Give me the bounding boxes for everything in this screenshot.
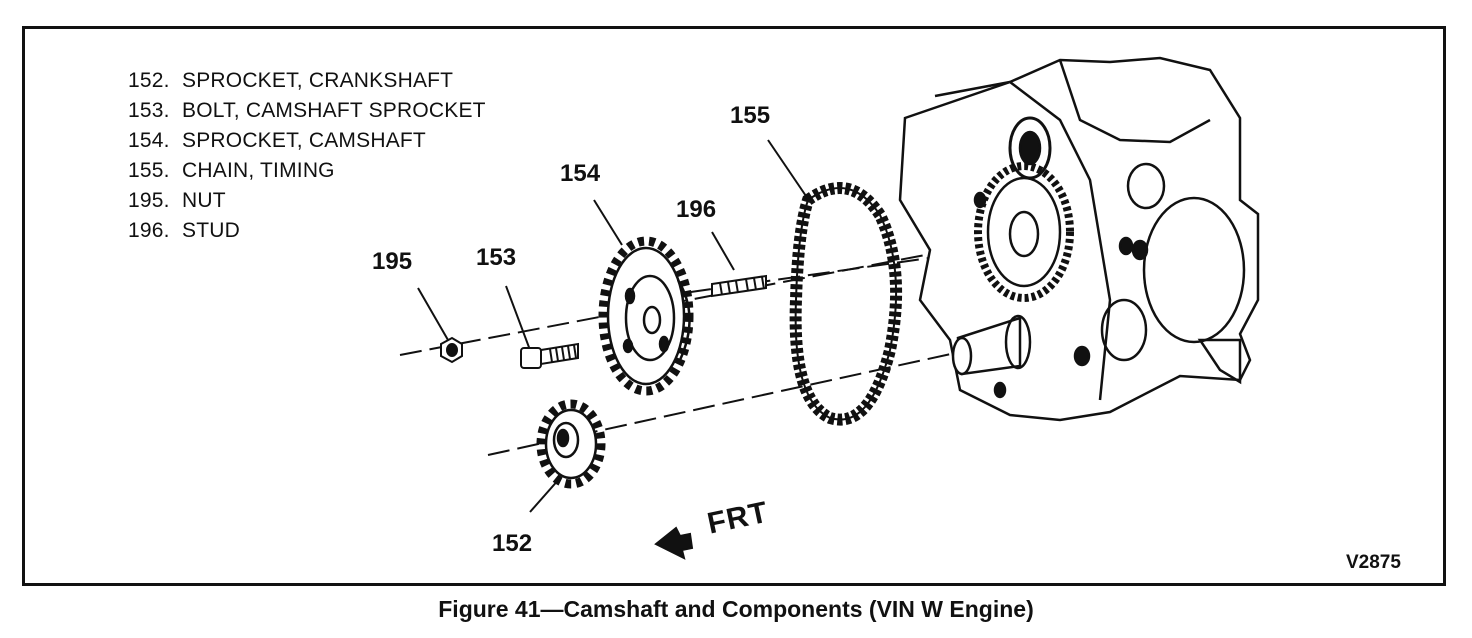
legend-item: 153. BOLT, CAMSHAFT SPROCKET [128, 96, 486, 126]
legend-item-label: STUD [182, 219, 240, 242]
nut-195 [440, 336, 463, 364]
bolt-153 [520, 342, 579, 369]
leader-155 [767, 139, 807, 197]
leader-154 [593, 199, 623, 246]
legend-item-label: SPROCKET, CAMSHAFT [182, 129, 426, 152]
legend-item-number: 195. [128, 189, 170, 212]
legend-item-label: NUT [182, 189, 226, 212]
callout-196: 196 [676, 196, 717, 223]
timing-chain-155 [789, 182, 903, 426]
stud-196 [711, 274, 767, 298]
legend-item: 152. SPROCKET, CRANKSHAFT [128, 66, 486, 96]
callout-195: 195 [372, 248, 413, 275]
legend-item-label: SPROCKET, CRANKSHAFT [182, 69, 454, 92]
legend-item-label: CHAIN, TIMING [182, 159, 335, 182]
legend-item-number: 154. [128, 129, 170, 152]
figure-caption: Figure 41—Camshaft and Components (VIN W… [438, 596, 1034, 622]
crankshaft-sprocket-152 [536, 399, 606, 489]
callout-153: 153 [476, 244, 517, 271]
legend-item-number: 153. [128, 99, 170, 122]
callout-152: 152 [492, 530, 533, 557]
legend-item-label: BOLT, CAMSHAFT SPROCKET [182, 99, 486, 122]
leader-153 [505, 285, 531, 351]
legend-item-number: 196. [128, 219, 170, 242]
engine-block [898, 56, 1260, 422]
legend-item: 195. NUT [128, 186, 486, 216]
figure-code: V2875 [1346, 552, 1401, 573]
leader-195 [417, 287, 449, 341]
camshaft-sprocket-154 [598, 236, 694, 396]
callout-154: 154 [560, 160, 601, 187]
leader-152 [529, 477, 561, 513]
leader-196 [711, 231, 735, 271]
legend-item: 155. CHAIN, TIMING [128, 156, 486, 186]
legend-item-number: 152. [128, 69, 170, 92]
callout-155: 155 [730, 102, 771, 129]
front-direction-arrow [654, 526, 694, 560]
legend-item: 196. STUD [128, 216, 486, 246]
legend-item: 154. SPROCKET, CAMSHAFT [128, 126, 486, 156]
parts-legend: 152. SPROCKET, CRANKSHAFT 153. BOLT, CAM… [128, 66, 486, 246]
diagram-frame [22, 26, 1446, 586]
legend-item-number: 155. [128, 159, 170, 182]
